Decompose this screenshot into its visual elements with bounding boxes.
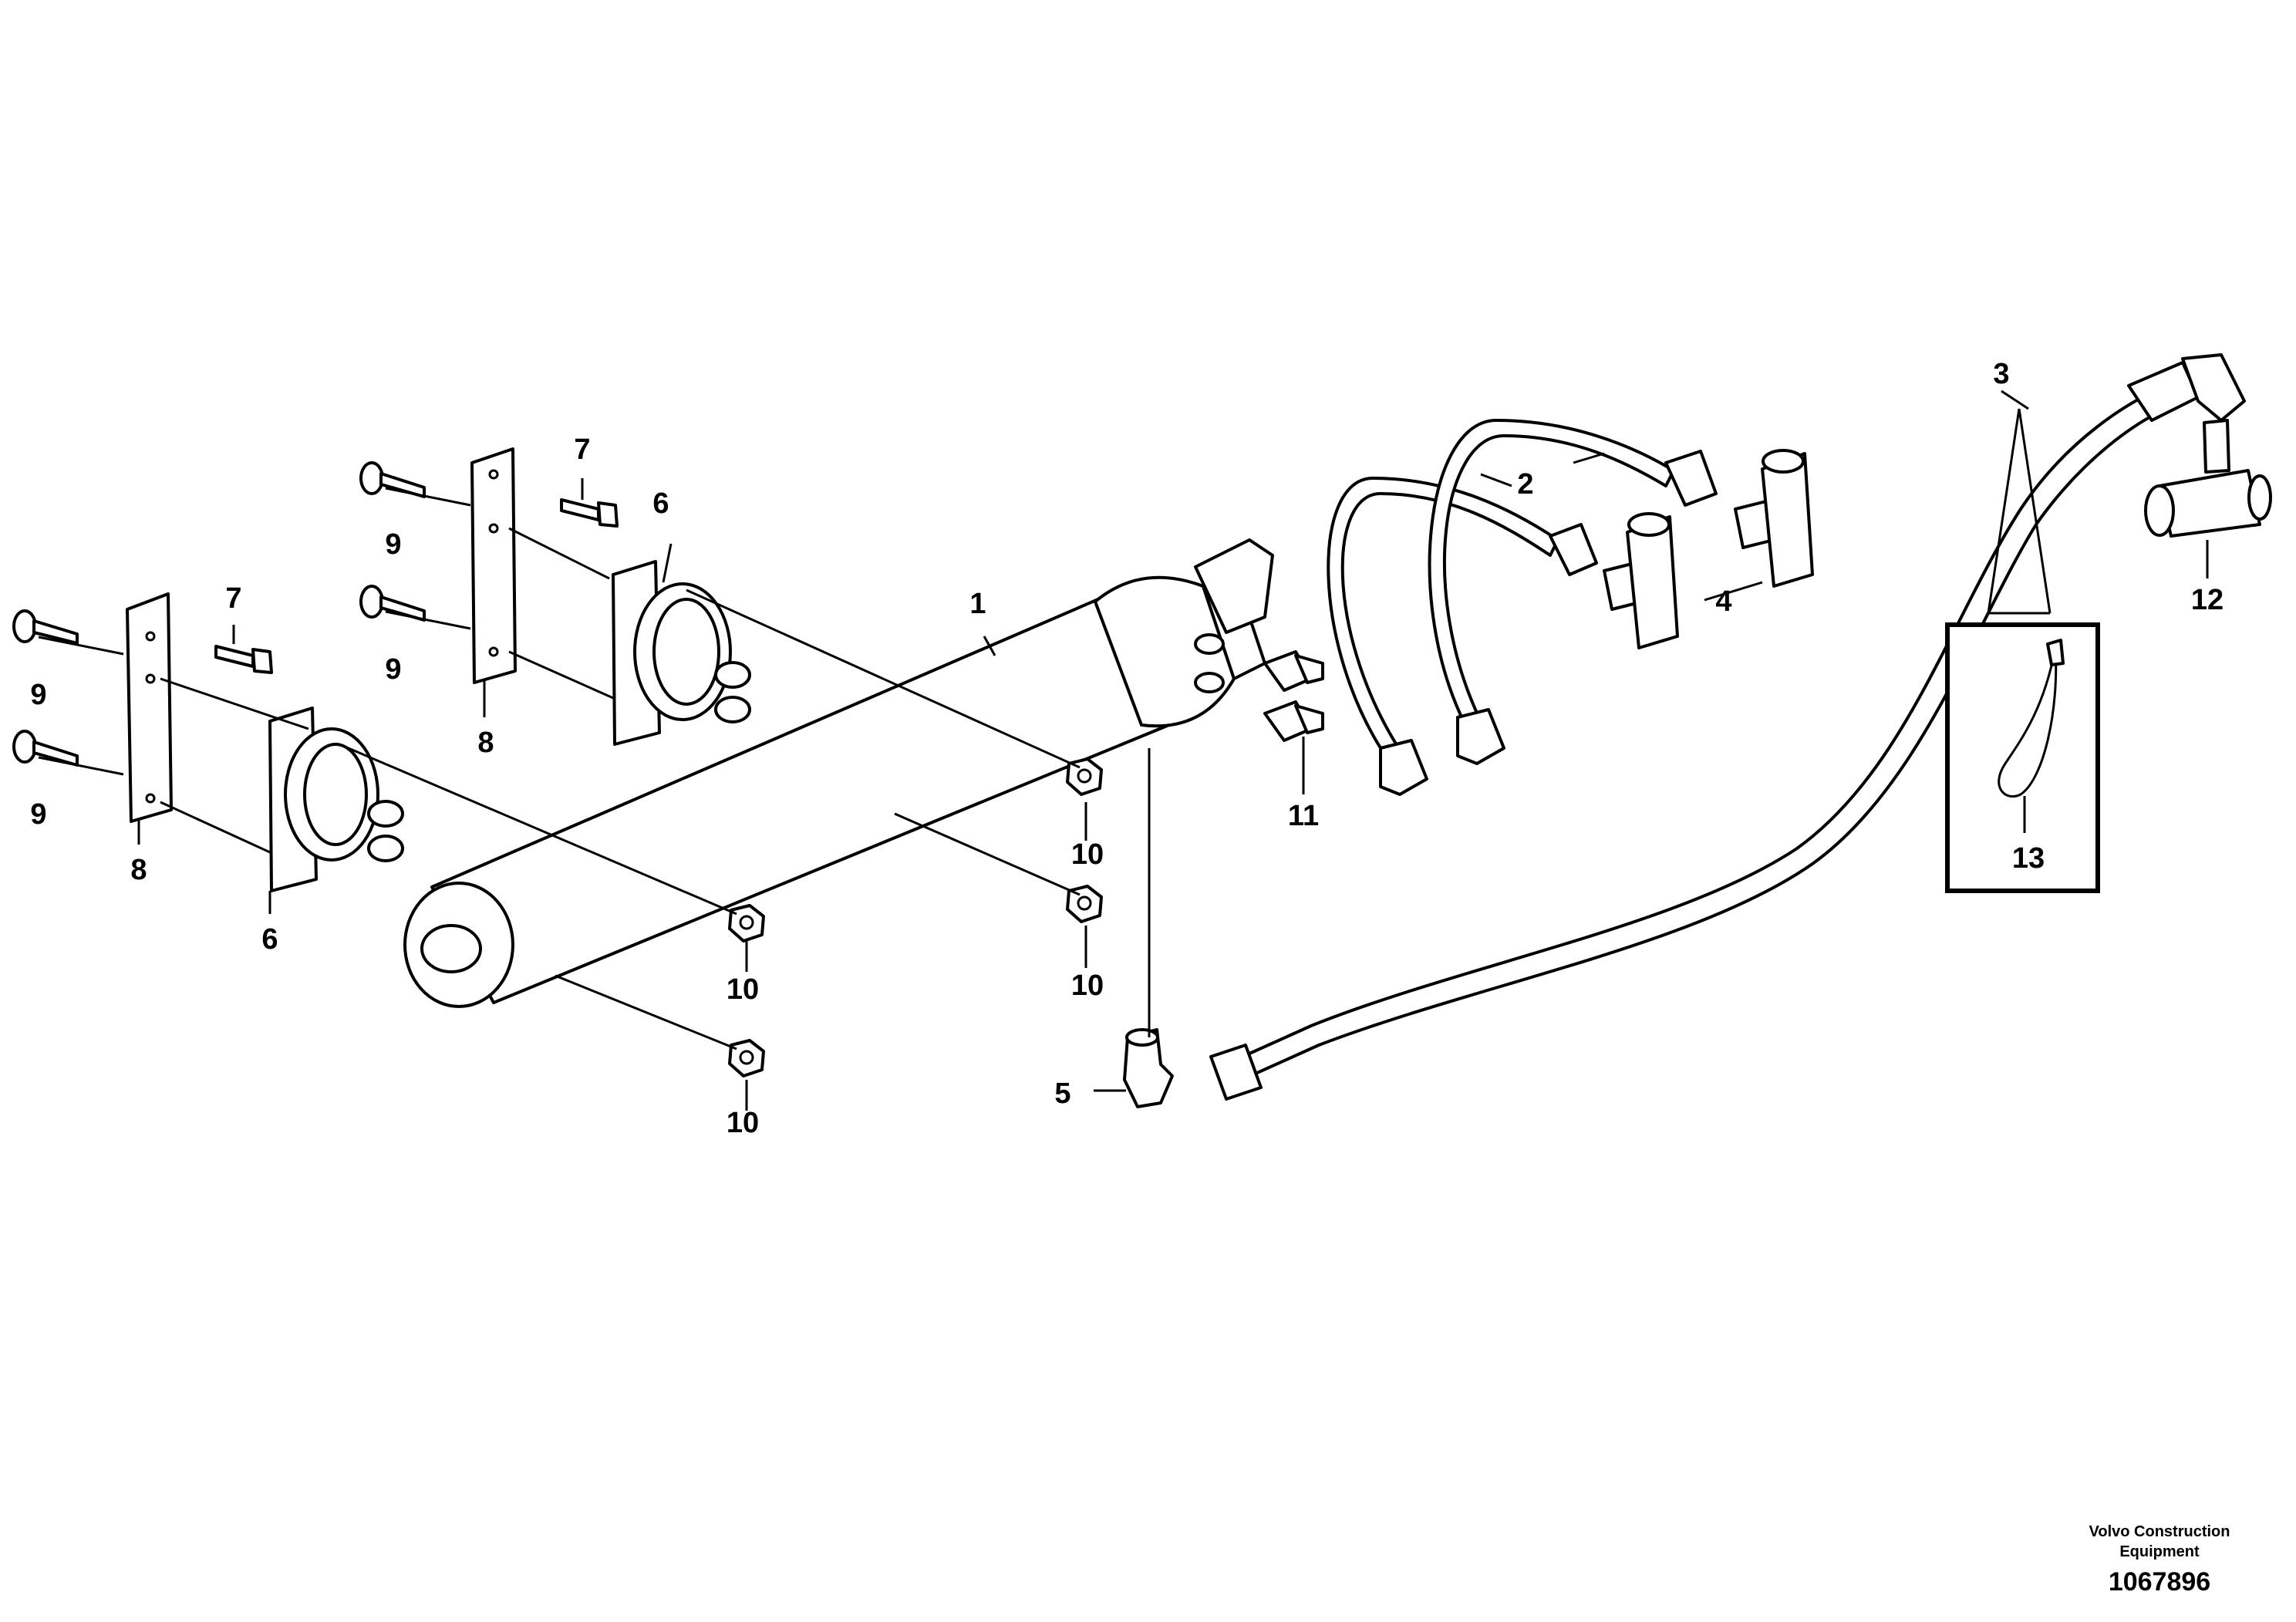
cable-tie-13[interactable] bbox=[1998, 639, 2065, 798]
nut-10-b[interactable] bbox=[1066, 885, 1103, 923]
callout-12: 12 bbox=[2191, 584, 2224, 616]
bolt-9-d[interactable] bbox=[359, 585, 426, 622]
callout-7-left: 7 bbox=[225, 582, 241, 615]
callouts: 1 2 3 4 5 6 6 7 7 8 8 9 9 9 9 10 10 10 1… bbox=[30, 358, 2224, 1139]
nut-10-d[interactable] bbox=[728, 1039, 765, 1077]
detail-box bbox=[1945, 622, 2100, 893]
clamp-left[interactable] bbox=[268, 706, 404, 892]
callout-8-upper: 8 bbox=[477, 727, 494, 759]
drawing-number: 1067896 bbox=[2109, 1567, 2210, 1597]
company-name-line2: Equipment bbox=[2119, 1543, 2200, 1560]
callout-9-b: 9 bbox=[30, 798, 46, 831]
callout-3: 3 bbox=[1993, 358, 2009, 390]
callout-2: 2 bbox=[1517, 468, 1533, 501]
bolt-9-a[interactable] bbox=[12, 609, 79, 645]
callout-9-c: 9 bbox=[385, 528, 401, 561]
callout-5: 5 bbox=[1054, 1077, 1070, 1110]
fitting-11-upper[interactable] bbox=[1263, 650, 1324, 692]
nut-10-a[interactable] bbox=[1066, 757, 1103, 796]
callout-8-left: 8 bbox=[130, 854, 147, 886]
callout-9-a: 9 bbox=[30, 679, 46, 711]
callout-7-upper: 7 bbox=[574, 433, 590, 466]
bracket-plate-upper[interactable] bbox=[470, 447, 517, 684]
callout-6-upper: 6 bbox=[652, 487, 669, 520]
tee-fitting-4-right[interactable] bbox=[1734, 449, 1814, 588]
callout-10-c: 10 bbox=[727, 973, 759, 1006]
callout-4: 4 bbox=[1715, 585, 1731, 618]
callout-1: 1 bbox=[969, 588, 986, 620]
callout-10-b: 10 bbox=[1071, 969, 1104, 1002]
bolt-9-b[interactable] bbox=[12, 730, 79, 767]
footer: Volvo Construction Equipment 1067896 bbox=[2089, 1523, 2230, 1597]
tee-fitting-12[interactable] bbox=[2144, 419, 2272, 538]
tee-fitting-4-left[interactable] bbox=[1603, 512, 1679, 649]
cylinder-body[interactable] bbox=[403, 538, 1274, 1008]
callout-6-left: 6 bbox=[261, 923, 278, 956]
company-name-line1: Volvo Construction bbox=[2089, 1523, 2230, 1540]
nut-10-c[interactable] bbox=[728, 904, 765, 943]
callout-10-a: 10 bbox=[1071, 838, 1104, 871]
bolt-7-upper[interactable] bbox=[560, 498, 619, 528]
callout-9-d: 9 bbox=[385, 653, 401, 686]
callout-10-d: 10 bbox=[727, 1107, 759, 1139]
bolt-7-left[interactable] bbox=[214, 645, 273, 674]
bracket-plate-left[interactable] bbox=[126, 592, 173, 823]
elbow-fitting-5[interactable] bbox=[1123, 1028, 1174, 1108]
hose-3[interactable] bbox=[1209, 353, 2246, 1101]
callout-13: 13 bbox=[2012, 842, 2045, 875]
tube-assembly-2[interactable] bbox=[1327, 419, 1718, 796]
clamp-upper[interactable] bbox=[612, 560, 751, 746]
leader-lines bbox=[38, 389, 2209, 1111]
fitting-11-lower[interactable] bbox=[1263, 700, 1324, 742]
bolt-9-c[interactable] bbox=[359, 461, 426, 498]
callout-11: 11 bbox=[1288, 800, 1319, 832]
